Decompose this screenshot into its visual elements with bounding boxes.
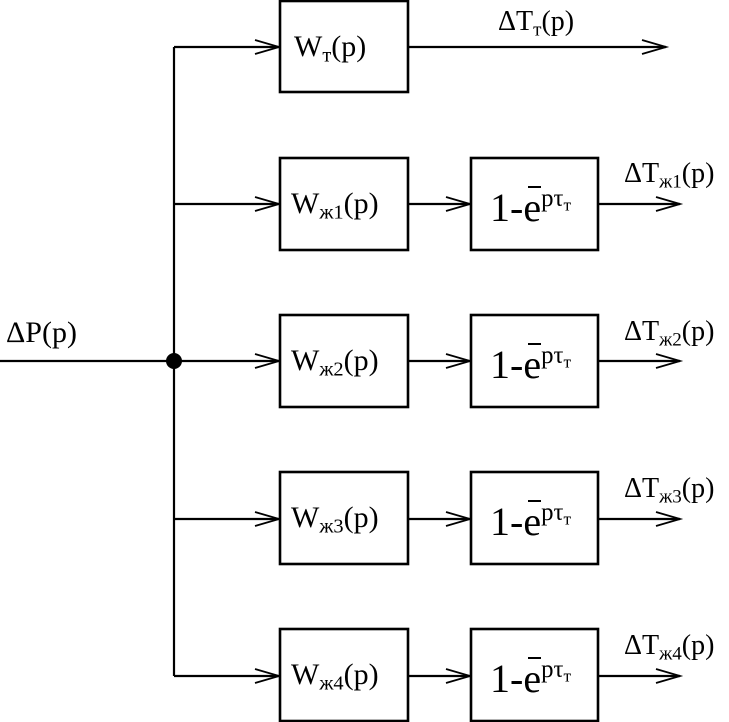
delay-lead: 1-: [490, 342, 524, 387]
output-prefix: ΔT: [624, 630, 660, 661]
output-prefix: ΔT: [498, 6, 534, 37]
label-arg: (p): [343, 344, 379, 377]
delay-exp-base: e: [523, 656, 542, 701]
output-label-zh1: ΔTж1(p): [624, 158, 715, 192]
label-base: W: [291, 501, 320, 534]
label-arg: (p): [343, 658, 379, 691]
label-base: W: [291, 187, 320, 220]
label-subscript: т: [322, 44, 332, 67]
delay-label-zh2: 1-epτт: [490, 341, 572, 387]
label-base: W: [294, 30, 323, 63]
output-subscript: ж2: [659, 329, 682, 351]
transfer-label-zh1: Wж1(p): [291, 187, 379, 223]
label-subscript: ж3: [319, 515, 344, 538]
arrow-head: [655, 668, 684, 684]
output-arg: (p): [681, 630, 715, 661]
output-label-zh2: ΔTж2(p): [624, 316, 715, 350]
output-subscript: ж1: [659, 171, 682, 193]
delay-exp-base: e: [523, 342, 542, 387]
label-arg: (p): [331, 30, 367, 63]
label-subscript: ж1: [319, 201, 344, 224]
label-base: W: [291, 658, 320, 691]
output-prefix: ΔT: [624, 316, 660, 347]
output-subscript: ж4: [659, 643, 682, 665]
output-arg: (p): [681, 316, 715, 347]
transfer-block-t: [278, 0, 410, 94]
delay-exponent: pτт: [541, 498, 572, 528]
branch-row-zh1: [174, 156, 684, 252]
branch-row-zh2: [174, 313, 684, 409]
output-label-zh4: ΔTж4(p): [624, 630, 715, 664]
delay-label-zh3: 1-epτт: [490, 498, 572, 544]
delay-exponent: pτт: [541, 184, 572, 214]
delay-exponent: pτт: [541, 341, 572, 371]
exponent-text: pτ: [541, 498, 564, 526]
branch-row-zh4: [174, 627, 684, 722]
transfer-block-zh2: [278, 313, 410, 409]
delay-label-zh1: 1-epτт: [490, 184, 572, 230]
exponent-subscript: т: [563, 194, 572, 214]
output-arg: (p): [681, 473, 715, 504]
output-prefix: ΔT: [624, 158, 660, 189]
transfer-label-zh2: Wж2(p): [291, 344, 379, 380]
exponent-subscript: т: [563, 508, 572, 528]
output-label-t: ΔTт(p): [498, 6, 575, 40]
exponent-text: pτ: [541, 341, 564, 369]
exponent-subscript: т: [563, 351, 572, 371]
delay-lead: 1-: [490, 499, 524, 544]
delay-lead: 1-: [490, 656, 524, 701]
transfer-label-zh3: Wж3(p): [291, 501, 379, 537]
arrow-head: [655, 196, 684, 212]
output-label-zh3: ΔTж3(p): [624, 473, 715, 507]
branch-row-zh3: [174, 470, 684, 566]
exponent-text: pτ: [541, 655, 564, 683]
arrow-head: [655, 511, 684, 527]
delay-exponent: pτт: [541, 655, 572, 685]
output-subscript: ж3: [659, 486, 682, 508]
transfer-label-zh4: Wж4(p): [291, 658, 379, 694]
label-arg: (p): [343, 187, 379, 220]
input-label: ΔP(p): [6, 316, 77, 349]
delay-label-zh4: 1-epτт: [490, 655, 572, 701]
label-subscript: ж4: [319, 672, 344, 695]
label-base: W: [291, 344, 320, 377]
branch-row-t: [174, 0, 670, 94]
label-subscript: ж2: [319, 358, 344, 381]
arrow-head: [655, 353, 684, 369]
exponent-text: pτ: [541, 184, 564, 212]
delay-exp-base: e: [523, 185, 542, 230]
delay-lead: 1-: [490, 185, 524, 230]
output-subscript: т: [533, 19, 542, 41]
arrow-head: [641, 39, 670, 55]
output-prefix: ΔT: [624, 473, 660, 504]
label-arg: (p): [343, 501, 379, 534]
output-arg: (p): [541, 6, 575, 37]
exponent-subscript: т: [563, 665, 572, 685]
transfer-block-zh4: [278, 627, 410, 722]
delay-block-zh4: [469, 627, 600, 722]
transfer-label-t: Wт(p): [294, 30, 367, 66]
delay-exp-base: e: [523, 499, 542, 544]
output-arg: (p): [681, 158, 715, 189]
